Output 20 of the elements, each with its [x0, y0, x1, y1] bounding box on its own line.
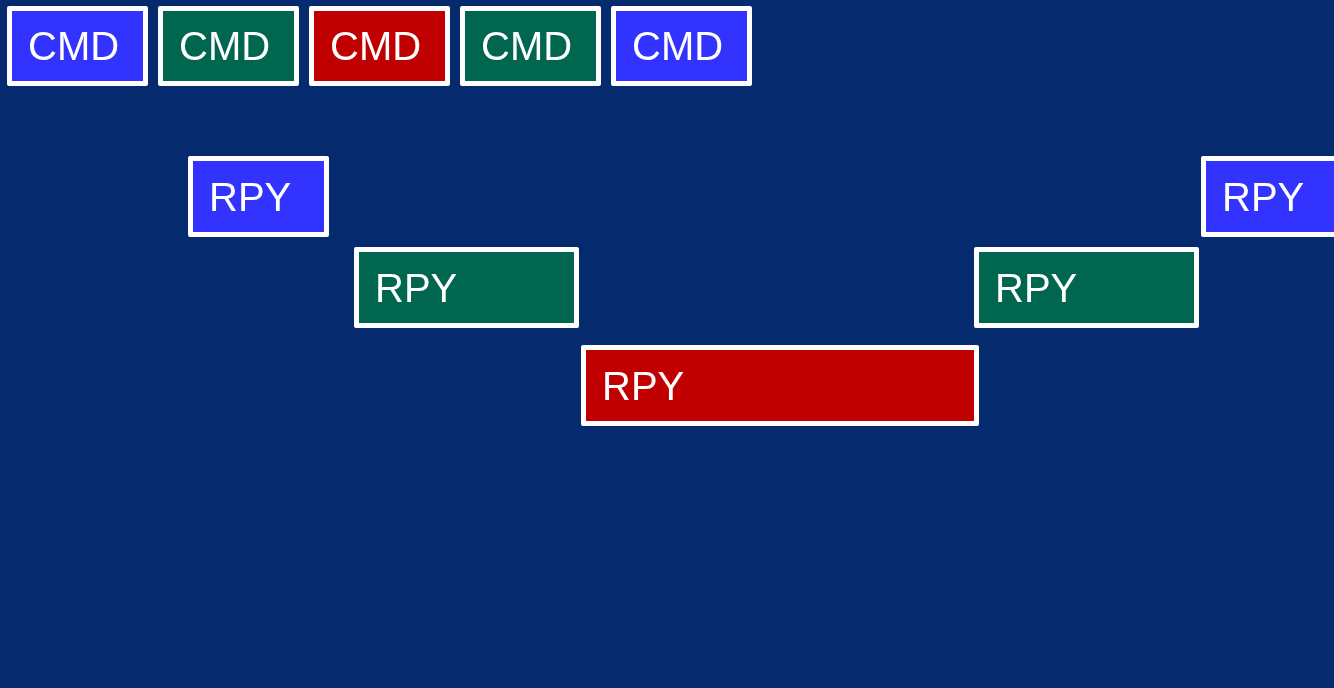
message-label: CMD — [179, 26, 271, 66]
message-label: RPY — [995, 267, 1078, 308]
message-box — [581, 345, 979, 426]
message-box — [611, 6, 752, 86]
message-box — [309, 6, 450, 86]
message-box — [158, 6, 299, 86]
message-label: RPY — [602, 365, 685, 406]
message-box — [7, 6, 148, 86]
message-box — [354, 247, 579, 328]
message-label: CMD — [330, 26, 422, 66]
message-label: CMD — [632, 26, 724, 66]
message-label: RPY — [209, 176, 292, 217]
message-box — [1201, 156, 1334, 237]
message-box — [974, 247, 1199, 328]
message-label: RPY — [1222, 176, 1305, 217]
message-box — [188, 156, 329, 237]
message-label: CMD — [28, 26, 120, 66]
message-box — [460, 6, 601, 86]
message-label: CMD — [481, 26, 573, 66]
message-label: RPY — [375, 267, 458, 308]
